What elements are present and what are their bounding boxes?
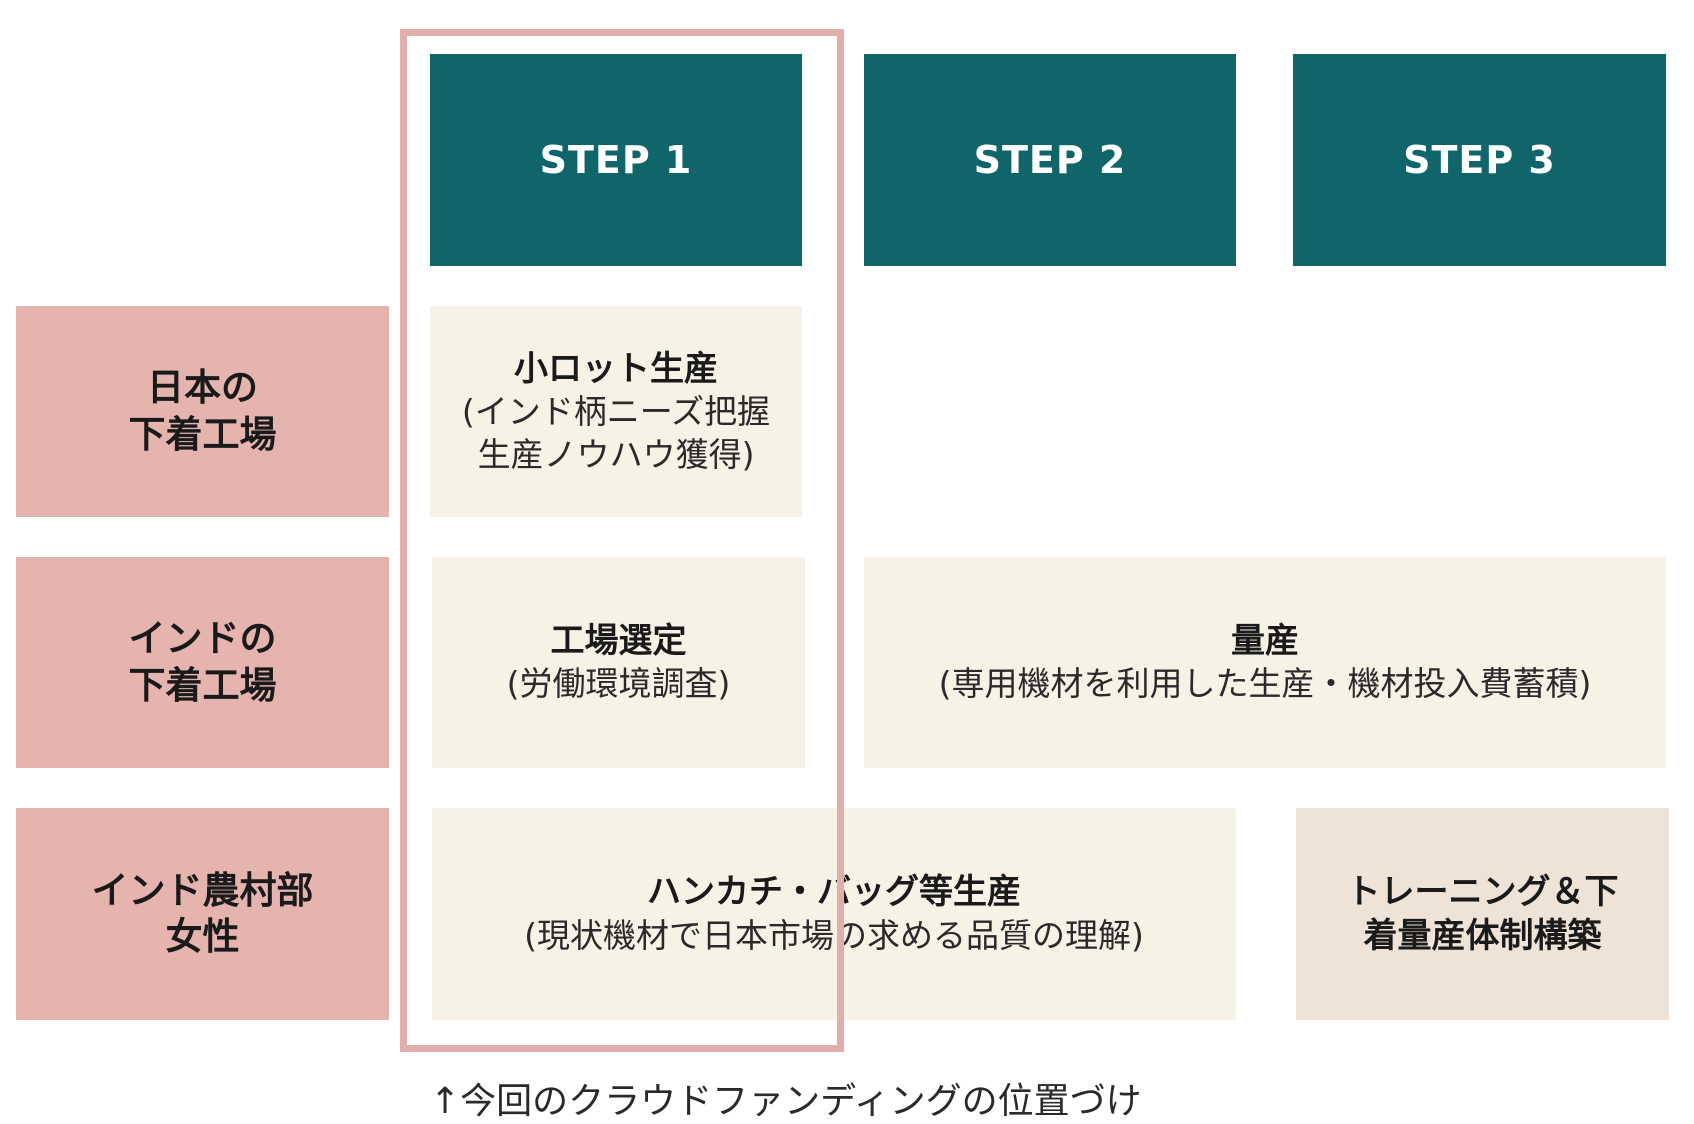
cell-desc: (専用機材を利用した生産・機材投入費蓄積) bbox=[938, 664, 1592, 704]
step-2-header: STEP 2 bbox=[864, 54, 1236, 266]
row-label-india-factory: インドの 下着工場 bbox=[16, 557, 389, 768]
cell-title: 小ロット生産 bbox=[514, 348, 718, 389]
cell-mass-production: 量産 (専用機材を利用した生産・機材投入費蓄積) bbox=[864, 557, 1666, 768]
cell-small-lot-production: 小ロット生産 (インド柄ニーズ把握 生産ノウハウ獲得) bbox=[430, 306, 802, 517]
step-1-header: STEP 1 bbox=[430, 54, 802, 266]
cell-desc: 生産ノウハウ獲得) bbox=[477, 434, 755, 474]
step-3-label: STEP 3 bbox=[1403, 138, 1556, 182]
row-label-line: インドの bbox=[128, 617, 277, 661]
step-1-label: STEP 1 bbox=[539, 138, 693, 182]
cell-title: 量産 bbox=[1231, 620, 1299, 661]
cell-desc: (労働環境調査) bbox=[506, 664, 731, 704]
cell-training-mass-production-system: トレーニング＆下 着量産体制構築 bbox=[1296, 808, 1669, 1020]
row-label-line: インド農村部 bbox=[91, 868, 314, 912]
row-label-rural-women: インド農村部 女性 bbox=[16, 808, 389, 1020]
cell-title: トレーニング＆下 bbox=[1346, 871, 1619, 912]
cell-title: 着量産体制構築 bbox=[1363, 916, 1602, 956]
cell-handkerchief-bag-production: ハンカチ・バッグ等生産 (現状機材で日本市場の求める品質の理解) bbox=[432, 808, 1236, 1020]
cell-desc: (現状機材で日本市場の求める品質の理解) bbox=[524, 915, 1144, 955]
row-label-japan-factory: 日本の 下着工場 bbox=[16, 306, 389, 517]
cell-factory-selection: 工場選定 (労働環境調査) bbox=[432, 557, 805, 768]
caption-text: ↑今回のクラウドファンディングの位置づけ bbox=[430, 1081, 1142, 1122]
cell-title: ハンカチ・バッグ等生産 bbox=[647, 872, 1021, 913]
cell-desc: (インド柄ニーズ把握 bbox=[461, 391, 771, 431]
row-label-line: 下着工場 bbox=[128, 412, 277, 456]
crowdfunding-position-caption: ↑今回のクラウドファンディングの位置づけ bbox=[430, 1072, 1142, 1124]
step-2-label: STEP 2 bbox=[973, 138, 1127, 182]
cell-title: 工場選定 bbox=[550, 620, 687, 661]
row-label-line: 女性 bbox=[165, 915, 240, 958]
step-3-header: STEP 3 bbox=[1293, 54, 1666, 266]
row-label-line: 日本の bbox=[147, 366, 258, 410]
row-label-line: 下着工場 bbox=[128, 663, 277, 707]
